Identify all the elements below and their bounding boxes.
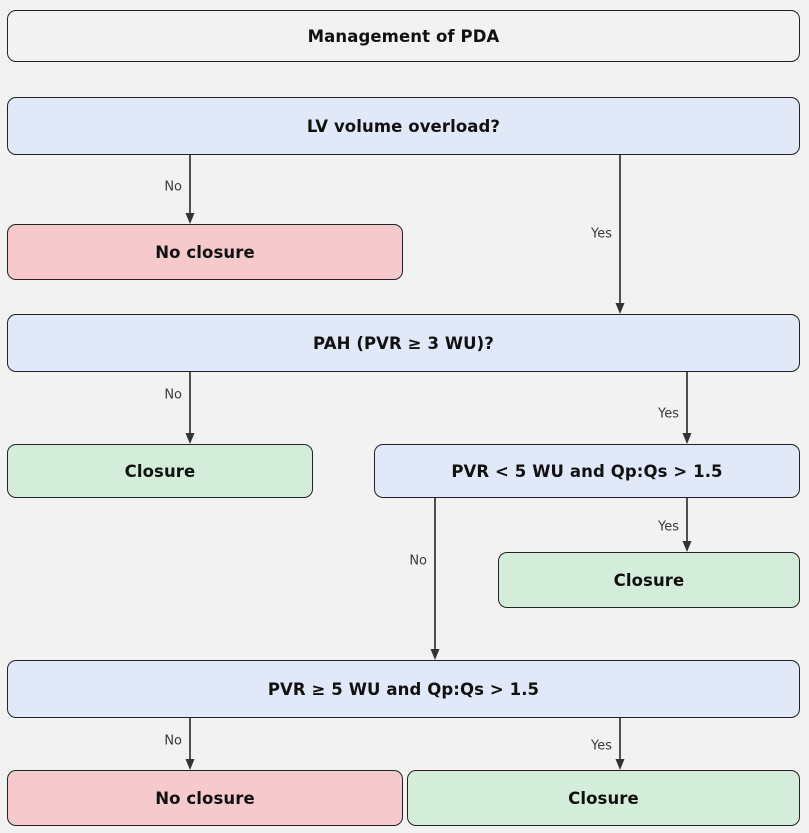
edge-label-pvrge5-no: No	[161, 733, 185, 749]
flow-node-label: LV volume overload?	[306, 116, 501, 136]
flow-node-label: PVR ≥ 5 WU and Qp:Qs > 1.5	[267, 679, 540, 699]
edge-arrowhead-pvrlt5-to-pvrge5	[430, 649, 440, 660]
flow-node-pvrlt5[interactable]: PVR < 5 WU and Qp:Qs > 1.5	[374, 444, 800, 498]
flow-node-label: Closure	[613, 570, 685, 590]
edge-label-pah-no: No	[161, 387, 185, 403]
flow-node-lv[interactable]: LV volume overload?	[7, 97, 800, 155]
flow-node-label: Closure	[568, 788, 639, 808]
edge-label-lv-yes: Yes	[588, 226, 615, 242]
flow-node-label: No closure	[155, 788, 255, 808]
flow-node-label: PVR < 5 WU and Qp:Qs > 1.5	[451, 461, 723, 481]
edge-label-pvrlt5-no: No	[406, 553, 430, 569]
flow-node-noclose1[interactable]: No closure	[7, 224, 403, 280]
flow-node-closure2[interactable]: Closure	[498, 552, 800, 608]
edge-arrowhead-pah-to-pvrlt5	[682, 433, 692, 444]
flow-node-closure3[interactable]: Closure	[407, 770, 800, 826]
edge-arrowhead-lv-to-noclose1	[185, 213, 195, 224]
edge-label-pvrge5-yes: Yes	[588, 738, 615, 754]
edge-arrowhead-pvrge5-to-closure3	[615, 759, 625, 770]
edge-label-lv-no: No	[161, 179, 185, 195]
flow-node-pah[interactable]: PAH (PVR ≥ 3 WU)?	[7, 314, 800, 372]
flow-node-label: PAH (PVR ≥ 3 WU)?	[313, 333, 494, 353]
flow-node-label: Closure	[124, 461, 196, 481]
edge-arrowhead-lv-to-pah	[615, 303, 625, 314]
edge-arrowhead-pvrlt5-to-closure2	[682, 541, 692, 552]
flow-node-closure1[interactable]: Closure	[7, 444, 313, 498]
edge-arrowhead-pah-to-closure1	[185, 433, 195, 444]
edge-arrowhead-pvrge5-to-noclose2	[185, 759, 195, 770]
flow-node-label: No closure	[155, 242, 255, 262]
edge-label-pvrlt5-yes: Yes	[655, 519, 682, 535]
flow-node-label: Management of PDA	[307, 26, 500, 46]
flow-node-start[interactable]: Management of PDA	[7, 10, 800, 62]
edge-label-pah-yes: Yes	[655, 406, 682, 422]
flow-node-noclose2[interactable]: No closure	[7, 770, 403, 826]
flow-node-pvrge5[interactable]: PVR ≥ 5 WU and Qp:Qs > 1.5	[7, 660, 800, 718]
